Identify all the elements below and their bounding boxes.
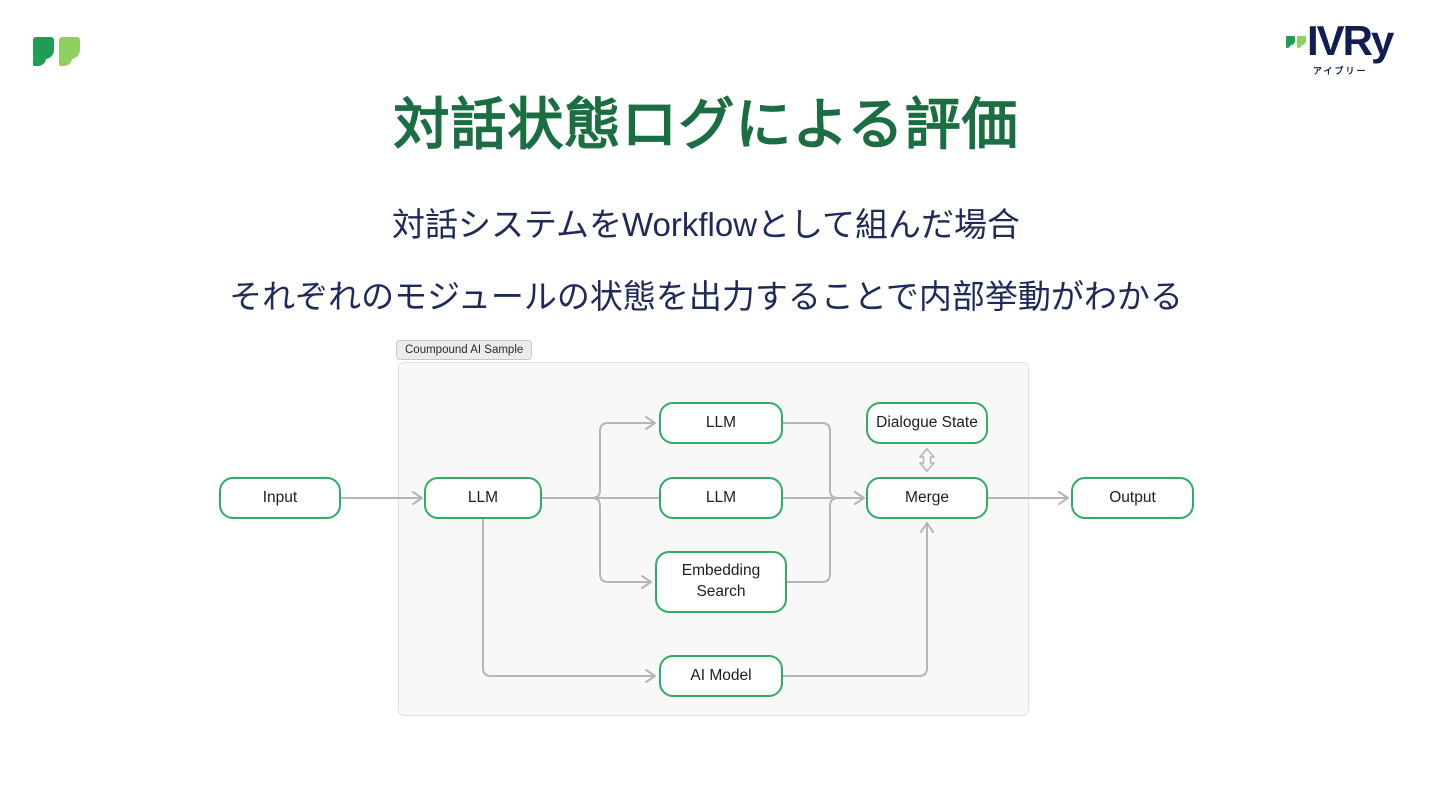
node-llm-main: LLM: [424, 477, 542, 519]
edge-aimodel-merge: [782, 522, 934, 677]
ivry-wordmark: IVRy: [1307, 17, 1394, 64]
edge-input-llm: [340, 491, 423, 505]
edge-llm-aimodel: [482, 517, 656, 683]
edge-llm-embedding: [591, 497, 652, 589]
node-llm-middle: LLM: [659, 477, 783, 519]
quote-mark-dark-icon: [1286, 36, 1295, 48]
page-title: 対話状態ログによる評価: [393, 93, 1019, 156]
edge-llmtop-merge: [782, 422, 839, 499]
diagram-edges: [340, 416, 1069, 683]
ivry-wordmark-reading: アイブリー: [1313, 66, 1368, 76]
quote-mark-light-icon: [59, 37, 80, 66]
subtitle-line-1: 対話システムをWorkflowとして組んだ場合: [391, 206, 1021, 243]
diagram-group-tag: Coumpound AI Sample: [396, 340, 533, 361]
node-ai-model: AI Model: [659, 655, 783, 697]
edge-merge-output: [987, 491, 1069, 505]
edge-embedding-merge: [786, 497, 839, 583]
ivry-logo-marks-icon: [1286, 36, 1306, 48]
node-llm-top: LLM: [659, 402, 783, 444]
node-output: Output: [1071, 477, 1194, 519]
slide-corner-logo: [33, 37, 80, 66]
node-embedding-search: Embedding Search: [655, 551, 787, 613]
quote-mark-light-icon: [1297, 36, 1306, 48]
ivry-logo: IVRy アイブリー: [1286, 17, 1410, 80]
quote-mark-dark-icon: [33, 37, 54, 66]
node-merge: Merge: [866, 477, 988, 519]
edge-llm-llmtop: [591, 416, 656, 499]
node-input: Input: [219, 477, 341, 519]
edge-dialoguestate-merge-bidirectional-icon: [919, 448, 935, 472]
node-dialogue-state: Dialogue State: [866, 402, 988, 444]
subtitle-line-2: それぞれのモジュールの状態を出力することで内部挙動がわかる: [229, 278, 1183, 315]
